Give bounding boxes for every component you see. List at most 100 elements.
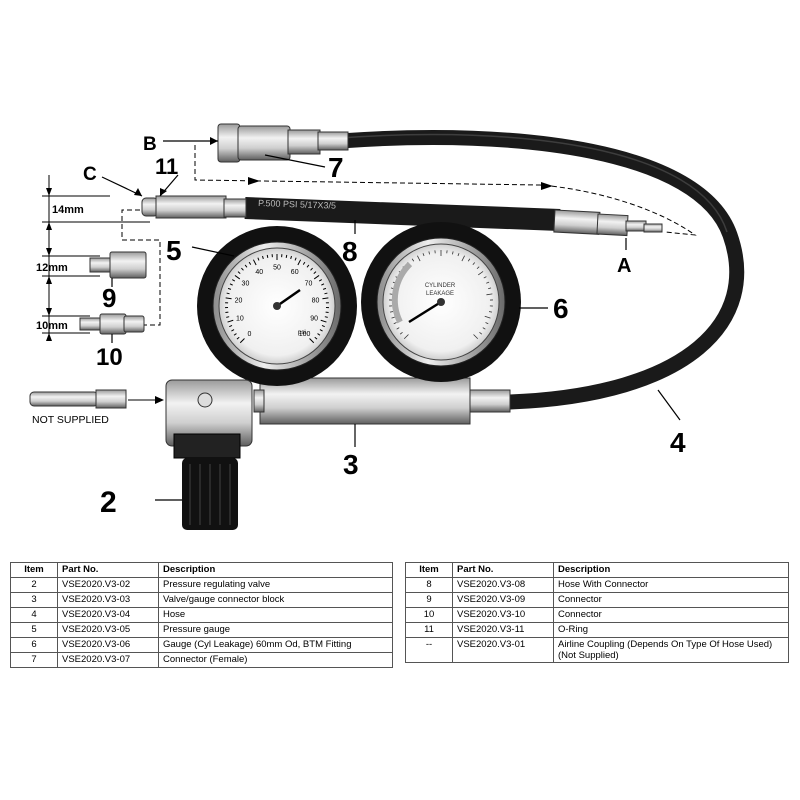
hose-8-left-fitting xyxy=(141,195,247,219)
cell-item: 6 xyxy=(10,637,58,653)
cell-desc: Pressure gauge xyxy=(158,622,393,638)
dim-14mm: 14mm xyxy=(52,204,84,216)
table-header-row: Item Part No. Description xyxy=(10,562,393,578)
gauge-tick-label: 20 xyxy=(235,297,243,304)
cell-item: 11 xyxy=(405,622,453,638)
cell-part: VSE2020.V3-10 xyxy=(452,607,554,623)
cell-part: VSE2020.V3-03 xyxy=(57,592,159,608)
hose-print: P.500 PSI 5/17X3/5 xyxy=(258,198,336,211)
callout-7: 7 xyxy=(328,152,344,183)
dim-12mm: 12mm xyxy=(36,262,68,274)
gauge-tick-label: 40 xyxy=(255,269,263,276)
cell-part: VSE2020.V3-07 xyxy=(57,652,159,668)
callout-8: 8 xyxy=(342,236,358,267)
cell-part: VSE2020.V3-11 xyxy=(452,622,554,638)
table-header-row: Item Part No. Description xyxy=(405,562,789,578)
cell-desc: Valve/gauge connector block xyxy=(158,592,393,608)
cell-desc: Airline Coupling (Depends On Type Of Hos… xyxy=(553,637,789,663)
leakage-label-2: LEAKAGE xyxy=(426,291,454,297)
not-supplied-label: NOT SUPPLIED xyxy=(32,414,109,426)
cell-part: VSE2020.V3-04 xyxy=(57,607,159,623)
leakage-label-1: CYLINDER xyxy=(425,283,456,289)
cell-part: VSE2020.V3-08 xyxy=(452,577,554,593)
cell-desc: Connector xyxy=(553,607,789,623)
callout-9: 9 xyxy=(102,283,116,313)
cell-desc: Gauge (Cyl Leakage) 60mm Od, BTM Fitting xyxy=(158,637,393,653)
callout-3: 3 xyxy=(343,449,359,480)
cell-part: VSE2020.V3-09 xyxy=(452,592,554,608)
dimension-arrows xyxy=(46,188,52,341)
hose-8 xyxy=(244,197,561,231)
flow-arrow-2 xyxy=(248,177,260,185)
callout-c: C xyxy=(83,164,97,185)
col-desc: Description xyxy=(553,562,789,578)
gauge-tick-label: 50 xyxy=(273,265,281,272)
cell-desc: Hose xyxy=(158,607,393,623)
gauge-tick-label: 70 xyxy=(305,281,313,288)
cell-part: VSE2020.V3-02 xyxy=(57,577,159,593)
flow-arrow xyxy=(541,182,553,190)
connector-9 xyxy=(89,251,147,279)
leakage-needle xyxy=(408,300,442,324)
cell-item: 8 xyxy=(405,577,453,593)
gauge-tick-label: 80 xyxy=(312,297,320,304)
col-part: Part No. xyxy=(452,562,554,578)
callout-6: 6 xyxy=(553,293,569,324)
leader-lines xyxy=(101,140,681,501)
cell-item: 5 xyxy=(10,622,58,638)
gauge-tick-label: 90 xyxy=(310,316,318,323)
cell-item: 2 xyxy=(10,577,58,593)
cell-item: -- xyxy=(405,637,453,663)
female-connector-7 xyxy=(217,123,349,163)
callout-2: 2 xyxy=(100,486,117,519)
gauge-units: psi xyxy=(298,330,306,336)
cell-desc: Pressure regulating valve xyxy=(158,577,393,593)
gauge-tick-label: 0 xyxy=(247,331,251,338)
leakage-gauge-6: CYLINDER LEAKAGE xyxy=(361,222,521,382)
cell-desc: Hose With Connector xyxy=(553,577,789,593)
cell-item: 7 xyxy=(10,652,58,668)
cell-desc: Connector xyxy=(553,592,789,608)
cell-desc: O-Ring xyxy=(553,622,789,638)
cell-part: VSE2020.V3-06 xyxy=(57,637,159,653)
callout-5: 5 xyxy=(166,235,182,266)
gauge-tick-label: 30 xyxy=(242,281,250,288)
leader-arrowheads xyxy=(134,137,218,196)
dim-10mm: 10mm xyxy=(36,320,68,332)
col-item: Item xyxy=(405,562,453,578)
callout-4: 4 xyxy=(670,427,686,458)
cell-part: VSE2020.V3-01 xyxy=(452,637,554,663)
callout-a: A xyxy=(617,255,631,277)
gauge-tick-label: 10 xyxy=(236,316,244,323)
gauge-tick-label: 100 xyxy=(299,331,311,338)
cell-item: 3 xyxy=(10,592,58,608)
cell-item: 9 xyxy=(405,592,453,608)
pressure-gauge-5: 0 10 20 30 40 50 60 70 80 90 100 psi xyxy=(197,226,357,386)
callout-10: 10 xyxy=(96,344,123,371)
connector-block-3 xyxy=(253,361,511,425)
col-part: Part No. xyxy=(57,562,159,578)
connector-10 xyxy=(79,313,145,335)
cell-item: 4 xyxy=(10,607,58,623)
col-desc: Description xyxy=(158,562,393,578)
regulator-2 xyxy=(165,379,253,530)
parts-diagram: P.500 PSI 5/17X3/5 xyxy=(29,123,745,530)
airline-coupling xyxy=(29,389,127,409)
gauge-tick-label: 60 xyxy=(291,269,299,276)
callout-11: 11 xyxy=(155,154,178,179)
connection-lines xyxy=(121,145,697,326)
col-item: Item xyxy=(10,562,58,578)
